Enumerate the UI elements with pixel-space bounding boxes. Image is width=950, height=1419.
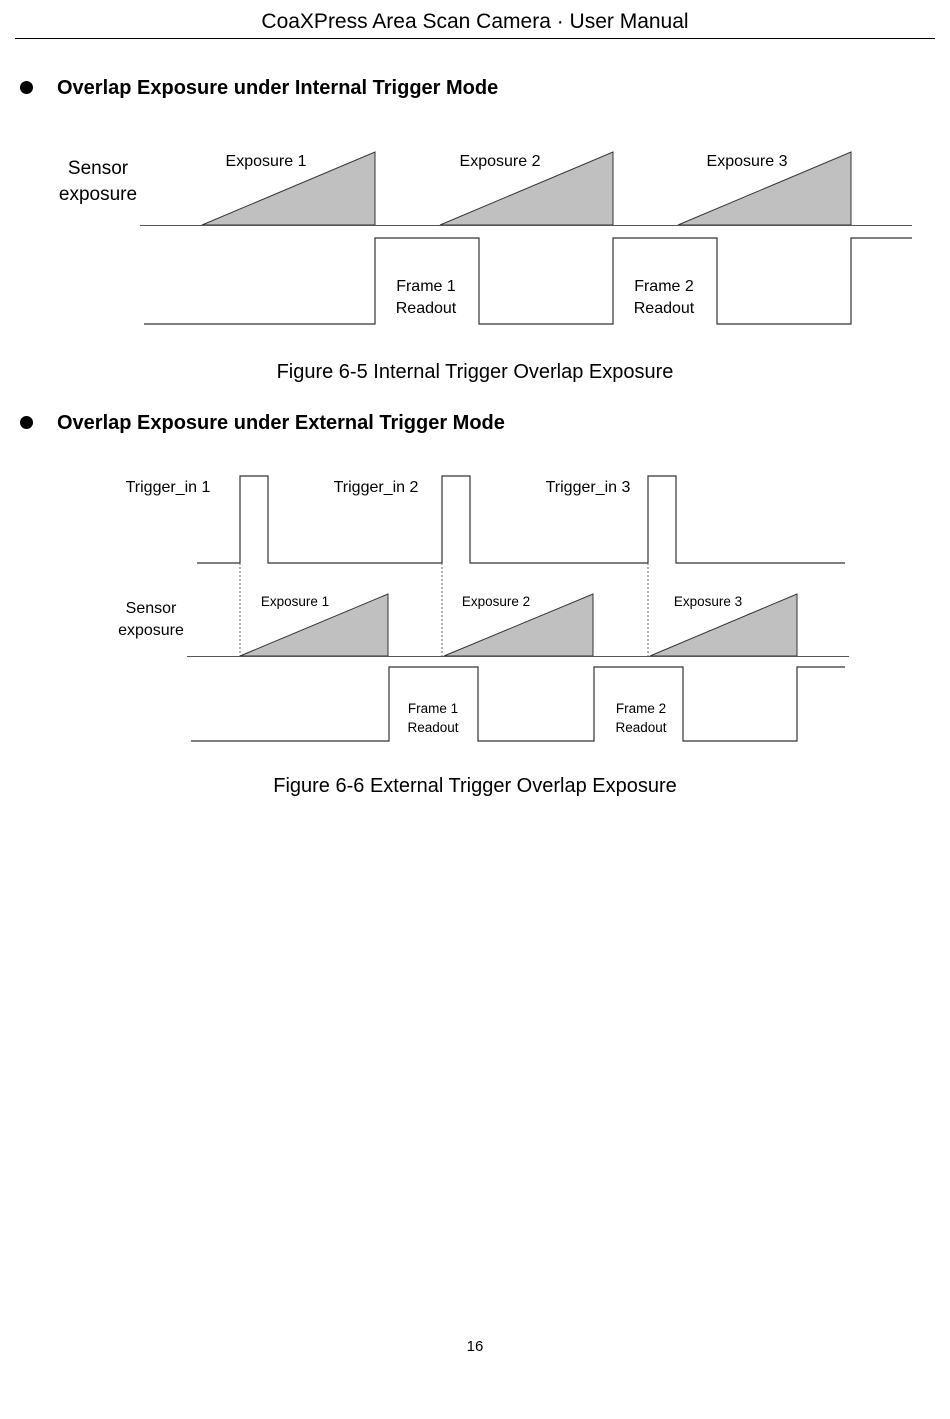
exposure-label: Exposure 3 [707, 153, 788, 170]
readout-label: Frame 2 [616, 701, 666, 716]
trigger-label: Trigger_in 1 [126, 479, 211, 496]
sensor-exposure-label: Sensor [68, 158, 129, 179]
sensor-exposure-label: exposure [59, 184, 137, 205]
exposure-label: Exposure 3 [674, 594, 742, 609]
exposure-label: Exposure 1 [226, 153, 307, 170]
bullet-icon [20, 81, 33, 94]
bullet-icon [20, 416, 33, 429]
running-header: CoaXPress Area Scan Camera · User Manual [261, 10, 689, 33]
readout-label: Readout [407, 720, 458, 735]
figure-caption: Figure 6-6 External Trigger Overlap Expo… [273, 775, 677, 797]
readout-waveform [191, 666, 845, 742]
sensor-exposure-label: exposure [118, 622, 184, 639]
internal-trigger-diagram: Sensor exposure Exposure 1 Exposure 2 Ex… [0, 130, 950, 340]
figure-caption: Figure 6-5 Internal Trigger Overlap Expo… [276, 361, 674, 383]
readout-label: Frame 1 [408, 701, 458, 716]
readout-label: Readout [634, 300, 695, 317]
header-divider [15, 38, 935, 39]
sensor-exposure-label: Sensor [126, 600, 177, 617]
section-heading-external: Overlap Exposure under External Trigger … [57, 412, 505, 434]
readout-label: Frame 2 [634, 278, 694, 295]
trigger-waveform [197, 475, 845, 564]
trigger-label: Trigger_in 3 [546, 479, 631, 496]
page-number: 16 [466, 1338, 484, 1355]
trigger-label: Trigger_in 2 [334, 479, 419, 496]
readout-waveform [144, 237, 912, 325]
readout-label: Readout [615, 720, 666, 735]
exposure-label: Exposure 2 [462, 594, 530, 609]
section-heading-internal: Overlap Exposure under Internal Trigger … [57, 77, 499, 99]
readout-label: Readout [396, 300, 457, 317]
exposure-label: Exposure 1 [261, 594, 329, 609]
external-trigger-diagram: Trigger_in 1 Trigger_in 2 Trigger_in 3 S… [0, 465, 950, 755]
readout-label: Frame 1 [396, 278, 456, 295]
exposure-label: Exposure 2 [460, 153, 541, 170]
